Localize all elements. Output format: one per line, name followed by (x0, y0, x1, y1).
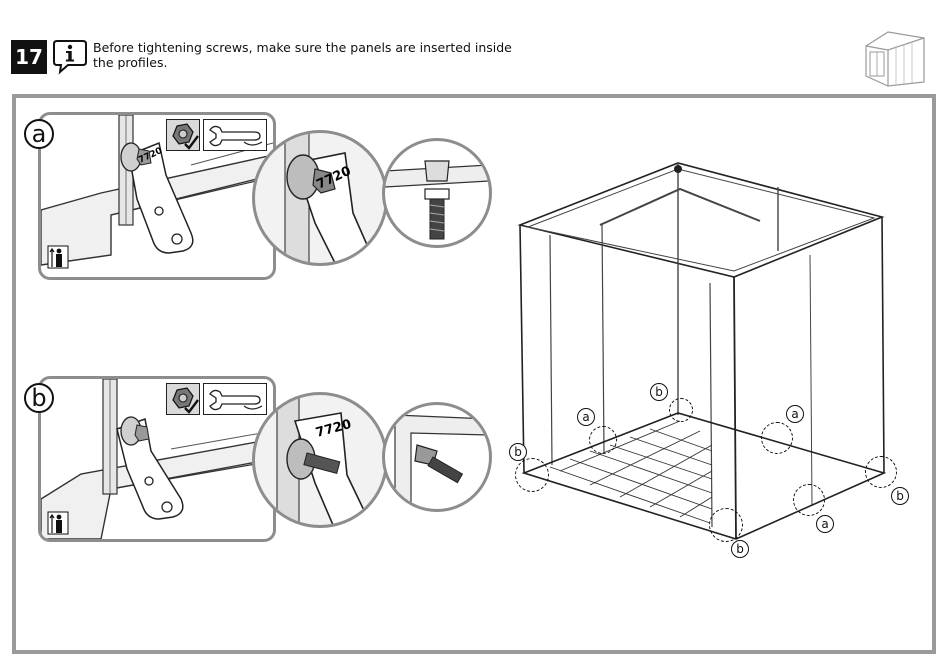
detail-label-a: a (24, 119, 54, 149)
marker-ring (793, 484, 825, 516)
screw-detail-b (382, 402, 492, 512)
detail-label-b: b (24, 383, 54, 413)
marker-ring (589, 426, 617, 454)
zoom-callout-b: 7720 (252, 392, 388, 528)
marker-label: a (577, 408, 595, 426)
screw-detail-a (382, 138, 492, 248)
instruction-text: Before tightening screws, make sure the … (93, 40, 513, 70)
marker-label: b (509, 443, 527, 461)
marker-ring (761, 422, 793, 454)
shed-frame-drawing (510, 155, 910, 555)
zoom-callout-a: 7720 (252, 130, 388, 266)
step-number-badge: 17 (11, 40, 47, 74)
detail-panel-b (38, 376, 276, 542)
nut-check-icon (166, 383, 200, 415)
marker-ring (669, 398, 693, 422)
step-number: 17 (15, 45, 43, 69)
person-height-icon (47, 245, 69, 269)
marker-ring (709, 508, 743, 542)
marker-label: b (650, 383, 668, 401)
detail-panel-a: 7720 (38, 112, 276, 280)
marker-label: a (786, 405, 804, 423)
marker-ring (865, 456, 897, 488)
marker-label: b (731, 540, 749, 558)
wrench-icon (203, 383, 267, 415)
nut-check-icon (166, 119, 200, 151)
marker-label: b (891, 487, 909, 505)
person-height-icon (47, 511, 69, 535)
shed-thumbnail-icon (858, 24, 932, 88)
marker-label: a (816, 515, 834, 533)
marker-ring (515, 458, 549, 492)
info-icon (52, 38, 88, 76)
wrench-icon (203, 119, 267, 151)
